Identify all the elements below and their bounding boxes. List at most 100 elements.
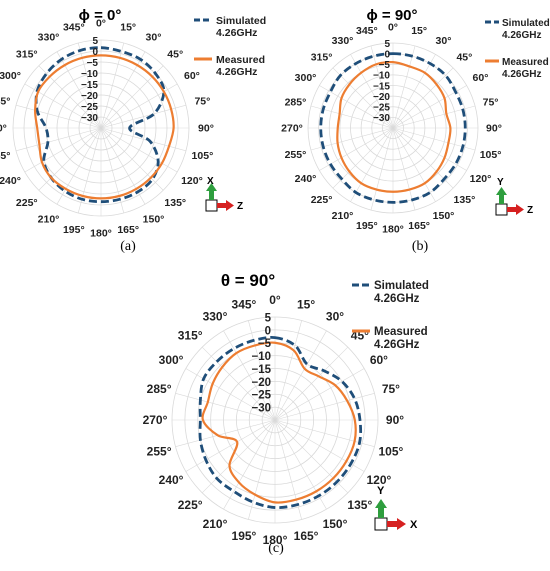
legend-simulated-line1: Simulated — [502, 18, 550, 29]
angle-label: 15° — [297, 297, 315, 311]
legend-measured-label: Measured 4.26GHz — [216, 54, 268, 78]
grid-spoke — [201, 346, 276, 421]
angle-label: 225° — [16, 197, 38, 209]
legend-measured-line2: 4.26GHz — [502, 69, 541, 80]
radial-tick-label: −25 — [81, 102, 98, 113]
radial-tick-label: −30 — [373, 113, 390, 124]
radial-tick-label: 0 — [384, 49, 390, 60]
radial-tick-label: −10 — [373, 71, 390, 82]
panel-b-title: ϕ = 90° — [366, 7, 417, 24]
axis-origin-box — [374, 517, 388, 531]
angle-label: 75° — [382, 382, 400, 396]
angle-label: 105° — [480, 149, 502, 161]
panel-a-series — [34, 46, 175, 204]
panel-b-series — [319, 52, 467, 204]
grid-spoke — [56, 127, 102, 205]
radial-tick-label: −20 — [373, 92, 390, 103]
angle-label: 90° — [198, 123, 214, 135]
angle-label: 120° — [181, 175, 203, 187]
grid-spoke — [274, 346, 349, 421]
radial-tick-label: −15 — [251, 364, 271, 376]
panel-a-labels: 0°15°30°45°60°75°90°105°120°135°150°165°… — [0, 18, 214, 240]
angle-label: 285° — [147, 382, 172, 396]
legend-measured-line1: Measured — [502, 57, 549, 68]
radial-tick-label: 5 — [265, 312, 272, 324]
angle-label: 195° — [63, 224, 85, 236]
radial-tick-label: 0 — [265, 325, 271, 337]
grid-spoke — [274, 330, 327, 421]
grid-spoke — [175, 393, 276, 421]
axis-right-arrow — [387, 518, 406, 530]
angle-label: 225° — [311, 194, 333, 206]
angle-label: 165° — [117, 224, 139, 236]
angle-label: 45° — [456, 51, 472, 63]
panel-b-legend: Simulated 4.26GHz Measured 4.26GHz — [485, 18, 550, 80]
grid-spoke — [392, 85, 467, 129]
angle-label: 135° — [454, 194, 476, 206]
panel-b-axis-indicator: Y Z — [495, 177, 533, 216]
angle-label: 0° — [269, 293, 281, 307]
axis-origin-box — [205, 199, 218, 212]
legend-simulated-line1: Simulated — [374, 280, 429, 292]
angle-label: 315° — [16, 48, 38, 60]
angle-label: 165° — [408, 220, 430, 232]
panel-b-caption: (b) — [412, 239, 429, 254]
angle-label: 150° — [433, 210, 455, 222]
grid-spoke — [248, 320, 276, 421]
angle-label: 105° — [378, 444, 403, 458]
simulated-series-line — [198, 336, 363, 510]
angle-label: 345° — [63, 21, 85, 33]
grid-spoke — [319, 127, 394, 171]
grid-spoke — [310, 127, 394, 151]
angle-label: 60° — [370, 353, 388, 367]
legend-simulated-label: Simulated 4.26GHz — [374, 280, 432, 305]
radial-tick-label: −25 — [251, 390, 271, 402]
legend-measured-line2: 4.26GHz — [216, 66, 257, 78]
angle-label: 30° — [326, 309, 344, 323]
grid-spoke — [24, 127, 102, 173]
grid-spoke — [392, 127, 476, 151]
panel-a-grid — [12, 39, 190, 217]
angle-label: 60° — [184, 70, 200, 82]
axis-up-arrow — [206, 183, 217, 200]
panel-c-caption: (c) — [268, 541, 284, 556]
grid-spoke — [274, 419, 365, 472]
angle-label: 300° — [159, 353, 184, 367]
grid-spoke — [274, 393, 375, 421]
grid-spoke — [392, 105, 476, 129]
angle-label: 195° — [232, 529, 257, 543]
angle-label: 315° — [178, 328, 203, 342]
grid-spoke — [185, 419, 276, 472]
axis-origin-box — [495, 203, 508, 216]
angle-label: 255° — [0, 150, 10, 162]
grid-spoke — [350, 54, 394, 129]
angle-label: 30° — [436, 35, 452, 47]
panel-a-caption: (a) — [120, 239, 136, 254]
angle-label: 120° — [470, 173, 492, 185]
grid-spoke — [274, 419, 302, 520]
panel-a-axis-indicator: X Z — [205, 176, 243, 212]
angle-label: 255° — [285, 149, 307, 161]
angle-label: 180° — [382, 224, 404, 236]
legend-simulated-line1: Simulated — [216, 15, 266, 27]
legend-simulated-line2: 4.26GHz — [216, 27, 257, 39]
panel-a: ϕ = 0° 0°15°30°45°60°75°90°105°120°135°1… — [0, 7, 268, 254]
radial-tick-label: −15 — [81, 80, 98, 91]
panel-b: ϕ = 90° 0°15°30°45°60°75°90°105°120°135°… — [281, 7, 550, 254]
radial-tick-label: −5 — [87, 58, 99, 69]
angle-label: 60° — [473, 72, 489, 84]
angle-label: 150° — [323, 517, 348, 531]
axis-right-arrow — [507, 204, 524, 215]
grid-spoke — [248, 419, 276, 520]
angle-label: 165° — [294, 529, 319, 543]
grid-spoke — [392, 127, 467, 171]
angle-label: 195° — [356, 220, 378, 232]
angle-label: 270° — [0, 123, 7, 135]
legend-simulated-label: Simulated 4.26GHz — [502, 18, 550, 41]
angle-label: 135° — [164, 197, 186, 209]
radial-tick-label: −20 — [251, 377, 271, 389]
angle-label: 240° — [159, 473, 184, 487]
axis-up-arrow — [375, 499, 387, 518]
angle-label: 225° — [178, 498, 203, 512]
